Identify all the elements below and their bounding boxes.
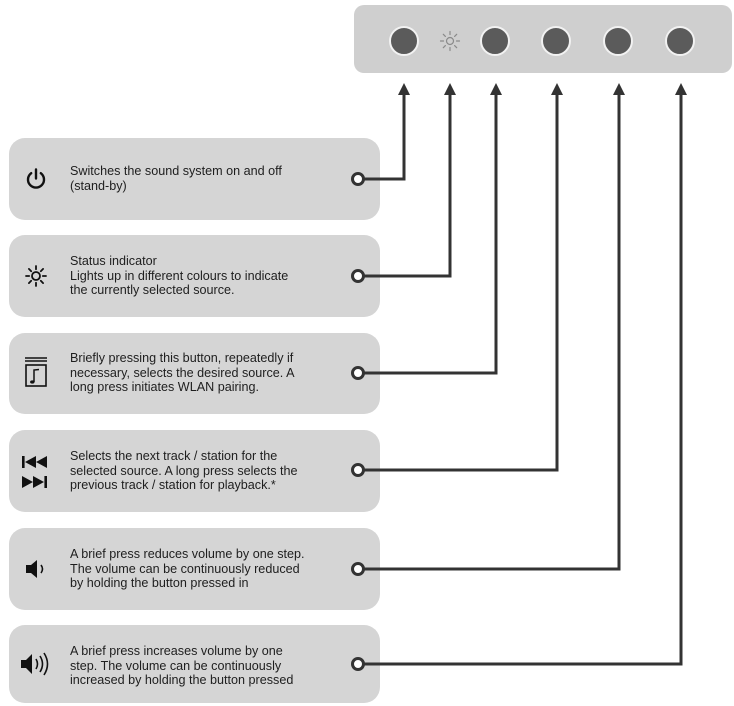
skip-track-icon xyxy=(21,446,51,496)
source-description-box: Briefly pressing this button, repeatedly… xyxy=(9,333,380,414)
control-panel xyxy=(354,5,732,73)
volume-down-connector xyxy=(362,93,621,571)
source-description: Briefly pressing this button, repeatedly… xyxy=(70,351,295,395)
volume-up-arrowhead xyxy=(675,83,687,95)
source-connector xyxy=(362,93,498,375)
volume-high-icon xyxy=(19,649,59,679)
volume-down-description-box: A brief press reduces volume by one step… xyxy=(9,528,380,610)
track-button[interactable] xyxy=(541,26,571,56)
volume-up-connector xyxy=(362,93,683,666)
power-description-box: Switches the sound system on and off (st… xyxy=(9,138,380,220)
volume-down-button[interactable] xyxy=(603,26,633,56)
source-arrowhead xyxy=(490,83,502,95)
music-note-icon xyxy=(21,355,51,389)
volume-low-icon xyxy=(21,554,51,584)
track-description-box: Selects the next track / station for the… xyxy=(9,430,380,512)
status-led-icon xyxy=(439,30,461,52)
power-arrowhead xyxy=(398,83,410,95)
power-description: Switches the sound system on and off (st… xyxy=(70,164,282,193)
track-description: Selects the next track / station for the… xyxy=(70,449,298,493)
volume-up-button[interactable] xyxy=(665,26,695,56)
volume-down-arrowhead xyxy=(613,83,625,95)
volume-up-description: A brief press increases volume by one st… xyxy=(70,644,294,688)
sun-icon xyxy=(21,261,51,291)
power-icon xyxy=(21,164,51,194)
source-button[interactable] xyxy=(480,26,510,56)
power-button[interactable] xyxy=(389,26,419,56)
status-description-box: Status indicator Lights up in different … xyxy=(9,235,380,317)
volume-up-description-box: A brief press increases volume by one st… xyxy=(9,625,380,703)
track-arrowhead xyxy=(551,83,563,95)
status-description: Status indicator Lights up in different … xyxy=(70,254,289,298)
status-arrowhead xyxy=(444,83,456,95)
track-connector xyxy=(362,93,559,472)
volume-down-description: A brief press reduces volume by one step… xyxy=(70,547,305,591)
